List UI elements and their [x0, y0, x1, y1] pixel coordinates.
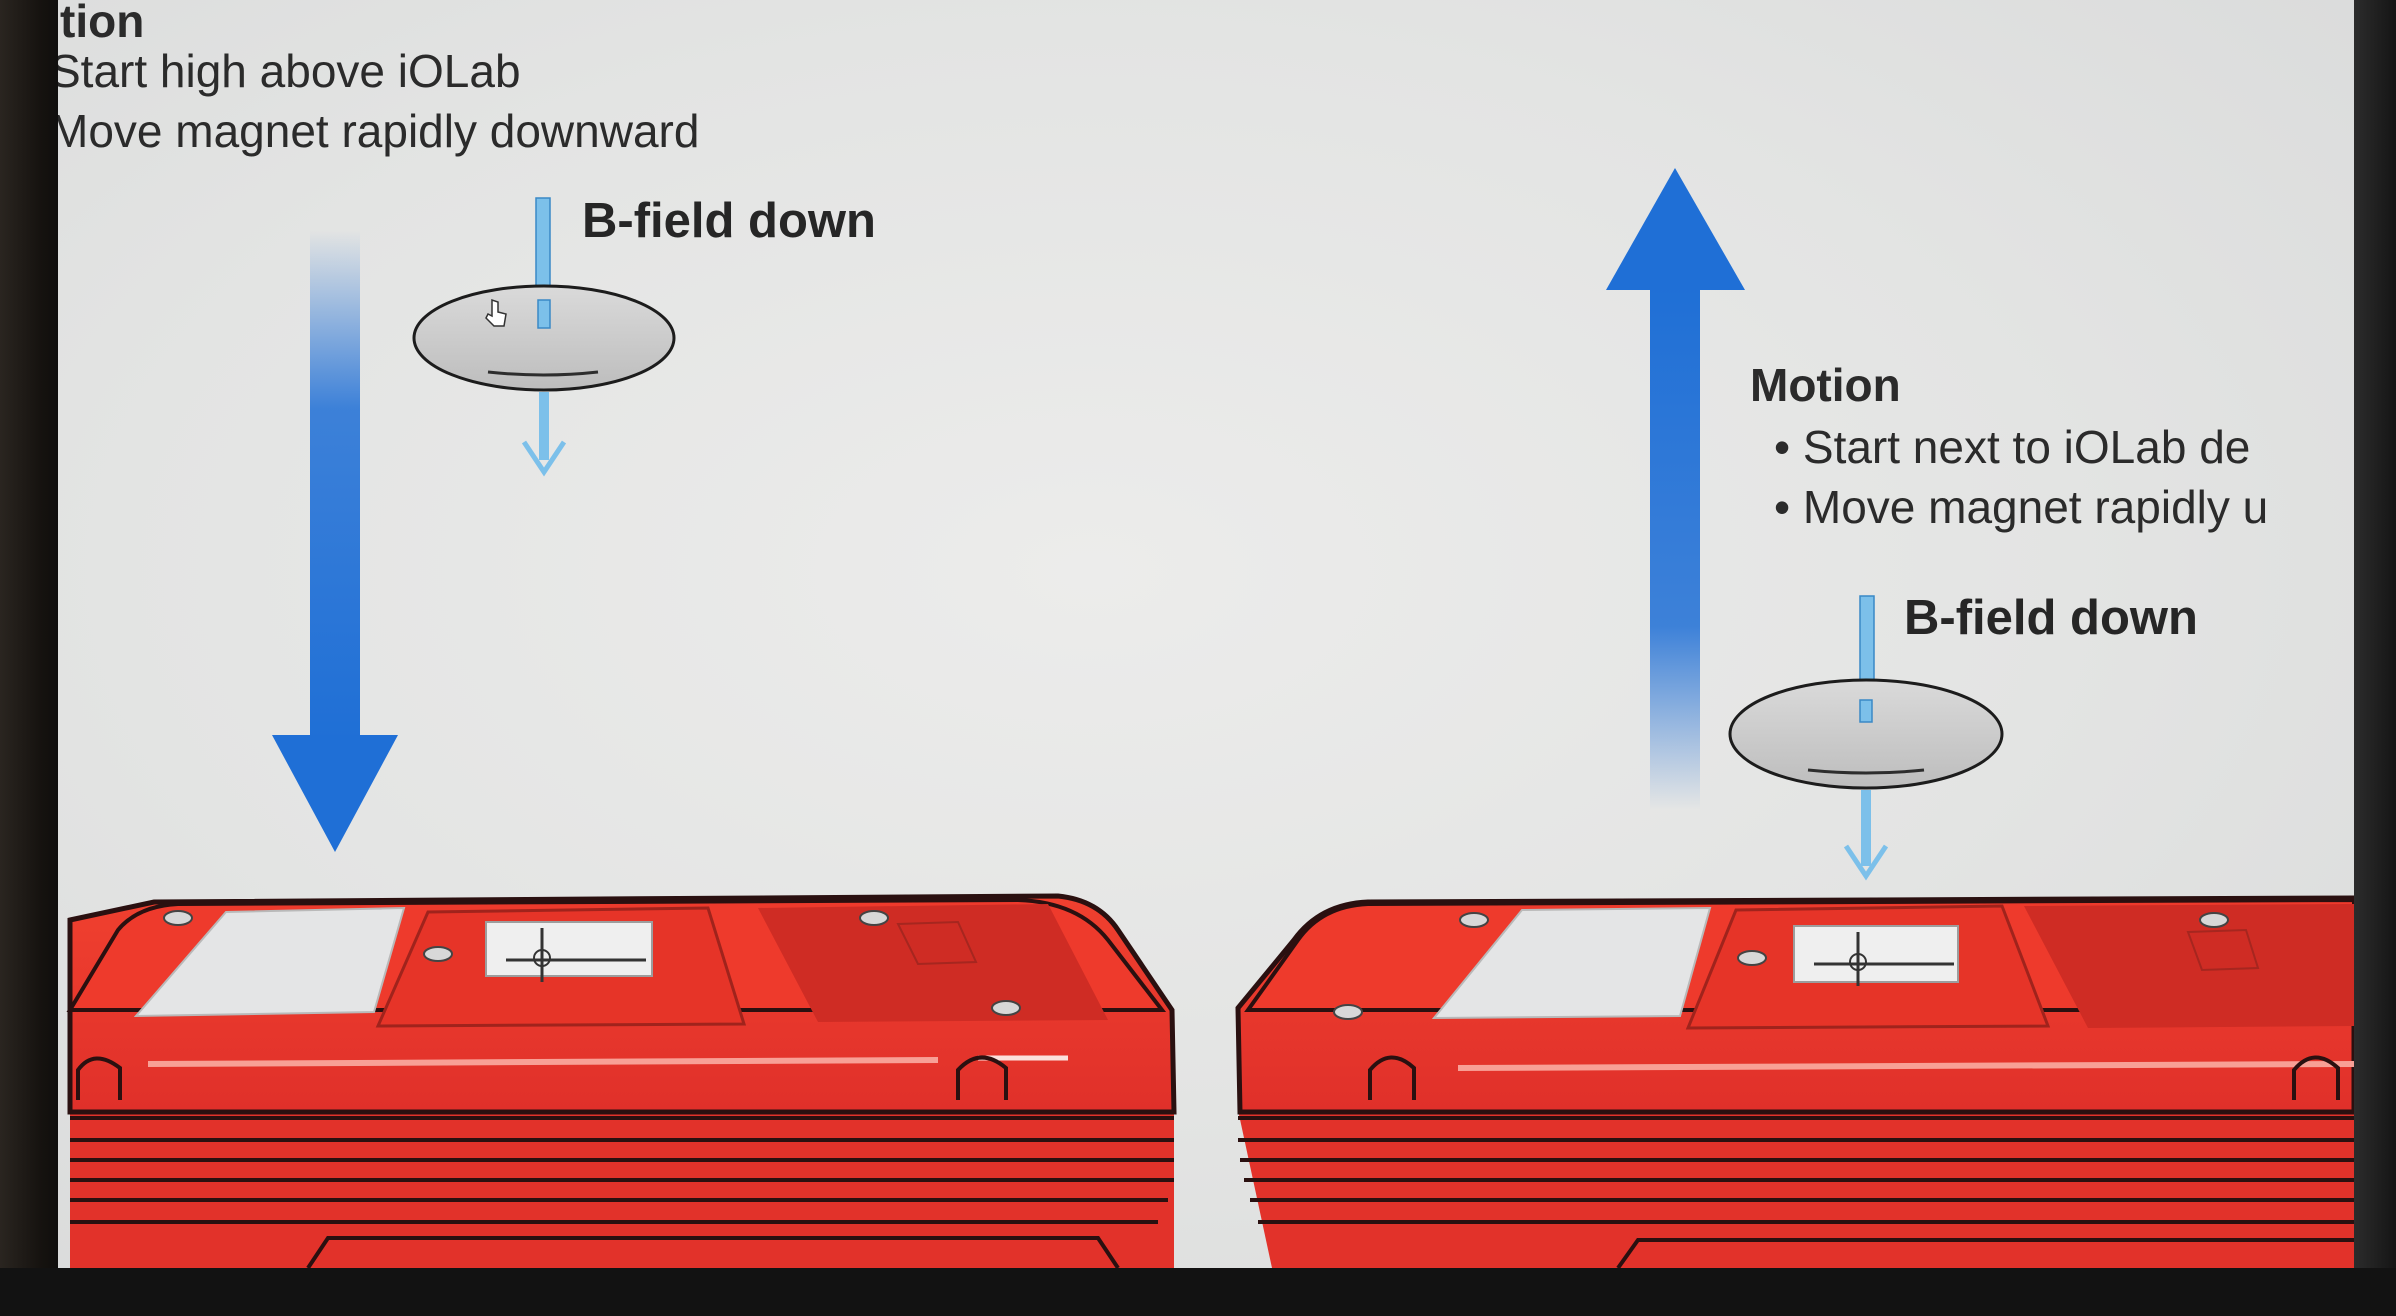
presentation-slide: tion Start high above iOLab Move magnet … [58, 0, 2354, 1268]
iolab-device-icon [1235, 895, 2354, 1268]
right-bullet-start: • Start next to iOLab de [1774, 421, 2251, 473]
arrow-down-icon [272, 230, 398, 852]
left-motion-heading: tion [60, 0, 145, 47]
right-bullet-move: • Move magnet rapidly u [1774, 481, 2269, 533]
right-motion-heading: Motion [1750, 359, 1901, 411]
right-field-label: B-field down [1904, 591, 2198, 645]
iolab-device-icon [66, 893, 1177, 1268]
left-bullet-move: Move magnet rapidly downward [58, 105, 700, 157]
illustration [66, 168, 2354, 1268]
hand-pointer-icon [485, 298, 507, 327]
left-bullet-start: Start high above iOLab [58, 45, 521, 97]
disc-magnet-icon [1728, 595, 2004, 881]
monitor-bezel-bottom [0, 1268, 2396, 1316]
monitor-bezel-right [2354, 0, 2396, 1316]
arrow-up-icon [1606, 168, 1745, 810]
disc-magnet-icon [412, 197, 676, 477]
left-field-label: B-field down [582, 194, 876, 248]
